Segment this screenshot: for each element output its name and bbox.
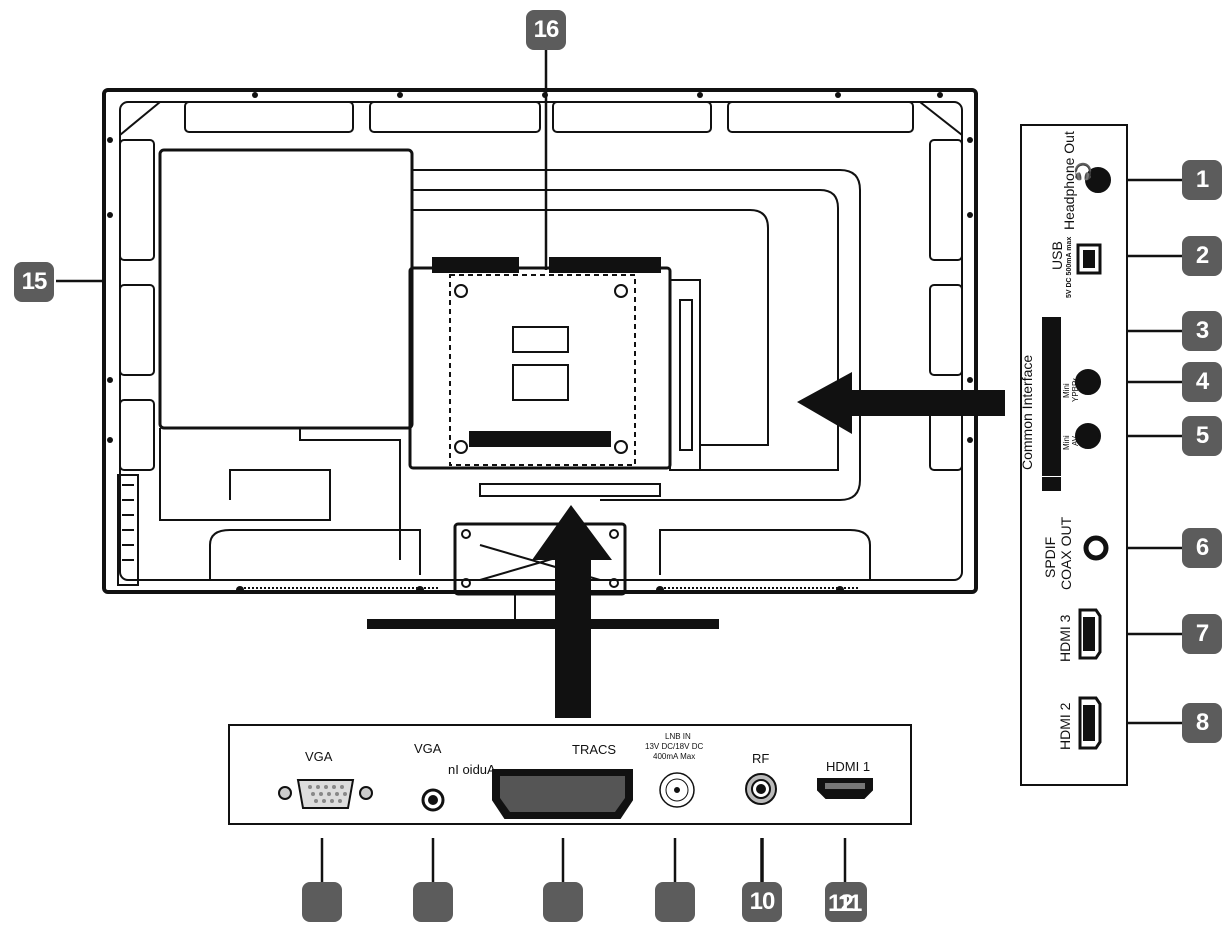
callout-blank-2 [413,882,453,922]
lnb-line3: 400mA Max [653,752,696,761]
callout-2: 2 [1182,236,1222,276]
headphone-icon: 🎧 [1073,164,1093,181]
callout-1: 1 [1182,160,1222,200]
callout-blank-3 [543,882,583,922]
callout-8: 8 [1182,703,1222,743]
callout-6: 6 [1182,528,1222,568]
callout-12: 12 [828,890,854,917]
rf-label: RF [752,751,770,766]
callout-blank-1 [302,882,342,922]
hdmi1-label: HDMI 1 [826,759,871,774]
callout-7: 7 [1182,614,1222,654]
callout-11: 11 [838,890,862,917]
callout-3: 3 [1182,311,1222,351]
side-connector-panel [1020,124,1128,786]
callout-10: 10 [742,882,782,922]
callout-11-12: 12 11 [825,882,867,922]
vga2-label: VGA [414,741,442,756]
callout-16: 16 [526,10,566,50]
audio-in-label: nI oiduA [448,762,496,777]
callout-5: 5 [1182,416,1222,456]
vga-label: VGA [305,749,333,764]
callout-4: 4 [1182,362,1222,402]
callout-15: 15 [14,262,54,302]
lnb-line1: LNB IN [665,732,691,741]
scart-label: TRACS [572,742,617,757]
callout-blank-4 [655,882,695,922]
lnb-line2: 13V DC/18V DC [645,742,704,751]
